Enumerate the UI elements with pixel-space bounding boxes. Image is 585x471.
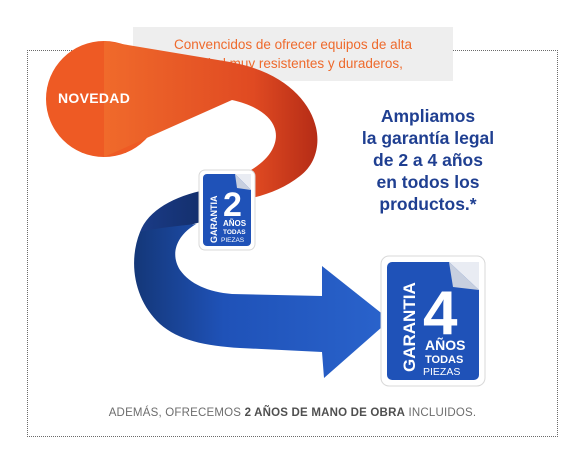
badge-small-years: AÑOS [223, 219, 247, 228]
badge-small-word: GARANTIA [209, 195, 219, 243]
headline-line-3: de 2 a 4 años [373, 150, 483, 170]
badge-big-years: AÑOS [425, 336, 465, 353]
badge-big-todas: TODAS [425, 354, 463, 366]
orange-ribbon [104, 41, 318, 206]
guarantee-2-years-badge: GARANTIA 2 AÑOS TODAS PIEZAS [198, 169, 256, 251]
blue-ribbon [134, 224, 390, 378]
badge-big-piezas: PIEZAS [423, 366, 460, 378]
headline-line-1: Ampliamos [380, 106, 476, 126]
badge-big-word: GARANTIA [400, 282, 419, 372]
footer-note: ADEMÁS, OFRECEMOS 2 AÑOS DE MANO DE OBRA… [0, 407, 585, 419]
badge-big-number: 4 [423, 279, 458, 348]
intro-line-1: Convencidos de ofrecer equipos de alta [174, 37, 412, 52]
headline-text: Ampliamos la garantía legal de 2 a 4 año… [338, 105, 518, 215]
footer-pre: ADEMÁS, OFRECEMOS [108, 407, 245, 419]
novedad-label: NOVEDAD [58, 90, 131, 106]
footer-bold: 2 AÑOS DE MANO DE OBRA [244, 407, 406, 419]
headline-line-2: la garantía legal [361, 128, 495, 148]
badge-small-number: 2 [223, 186, 242, 224]
badge-small-piezas: PIEZAS [221, 237, 245, 244]
guarantee-4-years-badge: GARANTIA 4 AÑOS TODAS PIEZAS [380, 255, 486, 387]
footer-post: INCLUIDOS. [405, 407, 477, 419]
headline-line-4: en todos los [376, 172, 480, 192]
badge-small-todas: TODAS [223, 229, 246, 236]
headline-line-5: productos.* [379, 194, 477, 214]
